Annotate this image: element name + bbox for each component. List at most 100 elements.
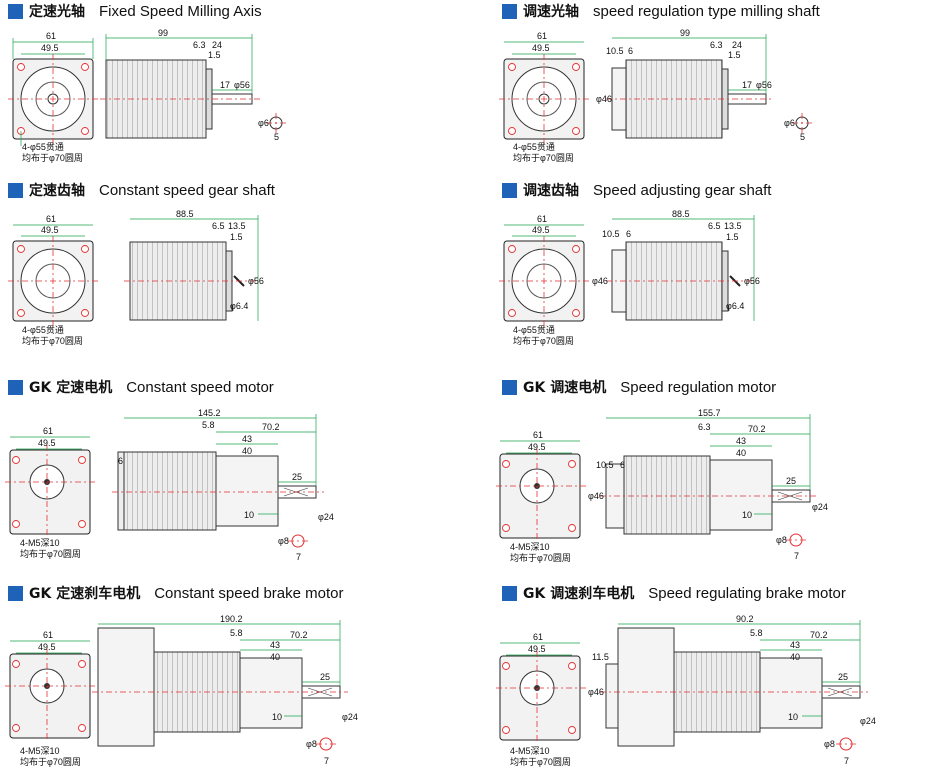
dim-g: 10: [272, 712, 282, 722]
dim-width-61: 61: [43, 630, 53, 640]
front-view: 61 49.5 4-M5深10 均布于φ70圆周: [496, 430, 586, 563]
dim-b: 13.5: [724, 221, 742, 231]
dim-c: 43: [242, 434, 252, 444]
dim-length: 145.2: [198, 408, 221, 418]
dim-b: 24: [732, 40, 742, 50]
section-title-zh: 定速光轴: [29, 4, 85, 20]
dim-b: 24: [212, 40, 222, 50]
section-title-en: Constant speed motor: [126, 378, 274, 396]
section-header: 定速光轴 Fixed Speed Milling Axis: [8, 0, 262, 22]
drawing-gk-speed-regulation-motor: 61 49.5 4-M5深10 均布于φ70圆周 155.7 10.5 6 6.…: [496, 408, 828, 563]
dim-width-61: 61: [46, 31, 56, 41]
dim-g: 10: [244, 510, 254, 520]
mount-hole-label: 4-φ55贯通: [22, 142, 64, 152]
dim-a: 5.8: [750, 628, 763, 638]
dim-e: 40: [790, 652, 800, 662]
dim-c: 43: [270, 640, 280, 650]
mount-hole-label: 4-M5深10: [20, 538, 60, 548]
dim-a: 6.3: [698, 422, 711, 432]
dim-width-49-5: 49.5: [41, 43, 59, 53]
section-header: GK 定速电机 Constant speed motor: [8, 376, 274, 398]
section-fixed-speed-milling-axis: 定速光轴 Fixed Speed Milling Axis 61 49.5 4-…: [8, 0, 478, 170]
dim-key-7: 7: [296, 552, 301, 562]
dim-length: 190.2: [220, 614, 243, 624]
dim-c: 1.5: [230, 232, 243, 242]
dim-width-61: 61: [533, 430, 543, 440]
dim-c: 43: [790, 640, 800, 650]
section-title-en: Speed adjusting gear shaft: [593, 181, 772, 199]
section-header: 调速齿轴 Speed adjusting gear shaft: [502, 179, 771, 201]
drawing-gk-speed-regulating-brake-motor: 61 49.5 4-M5深10 均布于φ70圆周 90.2 11.5 5.8 7…: [496, 614, 876, 767]
dim-f: 25: [786, 476, 796, 486]
dim-phi8: φ8: [278, 536, 289, 546]
section-title-zh: GK 调速刹车电机: [523, 586, 635, 602]
dim-length: 99: [158, 28, 168, 38]
section-title-en: speed regulation type milling shaft: [593, 2, 820, 20]
section-title-zh: 调速光轴: [523, 4, 579, 20]
dim-b: 70.2: [810, 630, 828, 640]
dim-f: 25: [838, 672, 848, 682]
section-constant-speed-gear-shaft: 定速齿轴 Constant speed gear shaft 61 49.5 4…: [8, 179, 478, 354]
dim-width-49-5: 49.5: [532, 43, 550, 53]
dim-e: 40: [270, 652, 280, 662]
bullet-square-icon: [8, 379, 23, 395]
dim-phi24: φ24: [342, 712, 358, 722]
section-speed-adjusting-gear-shaft: 调速齿轴 Speed adjusting gear shaft 61 49.5 …: [499, 179, 950, 354]
dim-phi6-4: φ6.4: [230, 301, 248, 311]
front-view: 61 49.5 4-M5深10 均布于φ70圆周: [496, 632, 586, 767]
dim-width-61: 61: [537, 214, 547, 224]
dim-c: 1.5: [726, 232, 739, 242]
dim-phi46: φ46: [588, 491, 604, 501]
side-view: 145.2 6 5.8 70.2 43 40 25 10 φ24 φ8 7: [112, 408, 334, 562]
side-view: 88.5 10.5 6 6.5 13.5 1.5 φ46 φ56 φ6.4: [592, 209, 760, 321]
dim-phi56: φ56: [234, 80, 250, 90]
dim-b: 70.2: [748, 424, 766, 434]
section-title-zh: GK 调速电机: [523, 380, 607, 396]
section-title-zh: GK 定速刹车电机: [29, 586, 141, 602]
dim-pre: 11.5: [592, 652, 609, 662]
dim-a: 5.8: [202, 420, 215, 430]
dim-c: 43: [736, 436, 746, 446]
dim-width-61: 61: [43, 426, 53, 436]
dim-phi8: φ8: [776, 535, 787, 545]
section-header: GK 定速刹车电机 Constant speed brake motor: [8, 582, 344, 604]
section-title-zh: 定速齿轴: [29, 183, 85, 199]
section-gk-constant-speed-motor: GK 定速电机 Constant speed motor 61 49.5 4-M…: [5, 376, 478, 566]
dim-f: 25: [320, 672, 330, 682]
dim-length: 90.2: [736, 614, 754, 624]
dim-pre2: 6: [628, 46, 633, 56]
bullet-square-icon: [502, 585, 517, 601]
mount-hole-label: 4-φ55贯通: [22, 325, 64, 335]
dim-key-7: 7: [844, 756, 849, 766]
dim-pre2: 6: [118, 456, 123, 466]
dim-length: 88.5: [672, 209, 690, 219]
mount-hole-label: 4-M5深10: [510, 746, 550, 756]
drawing-gk-constant-speed-brake-motor: 61 49.5 4-M5深10 均布于φ70圆周 190.2 5.8 70.2 …: [5, 614, 358, 767]
mount-pcd-label: 均布于φ70圆周: [22, 152, 83, 163]
dim-c: 1.5: [208, 50, 221, 60]
mount-pcd-label: 均布于φ70圆周: [513, 152, 574, 163]
section-header: 定速齿轴 Constant speed gear shaft: [8, 179, 275, 201]
dim-b: 70.2: [290, 630, 308, 640]
dim-phi24: φ24: [318, 512, 334, 522]
side-view: 90.2 11.5 5.8 70.2 43 40 φ46 25 10 φ24 φ…: [588, 614, 876, 766]
front-view: 61 49.5 4-M5深10 均布于φ70圆周: [5, 630, 95, 767]
mount-pcd-label: 均布于φ70圆周: [510, 756, 571, 767]
dim-phi46: φ46: [596, 94, 612, 104]
dim-pre2: 6: [626, 229, 631, 239]
side-view: 155.7 10.5 6 6.3 70.2 43 40 φ46 25 10 φ2…: [588, 408, 828, 561]
dim-phi6: φ6: [258, 118, 269, 128]
side-view: 99 6.3 24 1.5 17 φ56 φ6 5: [100, 28, 286, 142]
dim-width-61: 61: [533, 632, 543, 642]
dim-a: 6.5: [708, 221, 721, 231]
mount-pcd-label: 均布于φ70圆周: [22, 335, 83, 346]
side-view: 99 10.5 6 6.3 24 1.5 φ46 17 φ56 φ6 5: [596, 28, 812, 142]
dim-phi46: φ46: [588, 687, 604, 697]
front-view: 61 49.5 4-φ55贯通 均布于φ70圆周: [499, 31, 589, 163]
dim-phi56: φ56: [756, 80, 772, 90]
dim-length: 99: [680, 28, 690, 38]
mount-hole-label: 4-M5深10: [510, 542, 550, 552]
bullet-square-icon: [502, 3, 517, 19]
side-view: 190.2 5.8 70.2 43 40 25 10 φ24 φ8 7: [92, 614, 358, 766]
dim-e: 40: [736, 448, 746, 458]
